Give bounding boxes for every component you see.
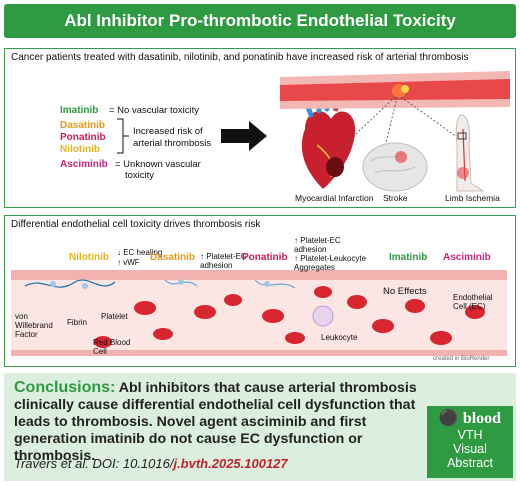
label-platelet: Platelet xyxy=(101,312,128,321)
label-myocardial-infarction: Myocardial Infarction xyxy=(295,193,374,203)
vessel-lumen xyxy=(11,280,507,352)
asciminib-note-line1: = Unknown vascular xyxy=(115,159,201,170)
doi-link[interactable]: j.bvth.2025.100127 xyxy=(173,456,288,471)
drug-asciminib: Asciminib xyxy=(60,159,108,170)
label-fibrin: Fibrin xyxy=(67,318,88,327)
badge-line1: VTH xyxy=(457,428,483,442)
drug-imatinib: Imatinib xyxy=(60,105,99,116)
label-vwf-line3: Factor xyxy=(15,330,38,339)
label-stroke: Stroke xyxy=(383,193,408,203)
badge-line2: Visual xyxy=(453,442,487,456)
drug-ponatinib: Ponatinib xyxy=(60,132,106,143)
dasatinib-effect2: adhesion xyxy=(200,261,233,270)
endothelium-top xyxy=(11,270,507,280)
nilotinib-effect2: ↑ vWF xyxy=(117,258,140,267)
label-vwf-line1: von xyxy=(15,312,28,321)
conclusions-body: Abl inhibitors that cause arterial throm… xyxy=(14,380,417,464)
drug-nilotinib: Nilotinib xyxy=(60,144,100,155)
label-limb-ischemia: Limb Ischemia xyxy=(445,193,500,203)
leukocyte-icon xyxy=(312,305,334,327)
ponatinib-effect3: ↑ Platelet-Leukocyte xyxy=(294,254,367,263)
ponatinib-effect2: adhesion xyxy=(294,245,327,254)
p2-drug-dasatinib: Dasatinib xyxy=(150,252,196,263)
dasatinib-effect1: ↑ Platelet-EC xyxy=(200,252,247,261)
panel2-heading: Differential endothelial cell toxicity d… xyxy=(11,219,261,230)
p2-drug-imatinib: Imatinib xyxy=(389,252,428,263)
red-blood-cells xyxy=(94,286,485,348)
conclusions-box: Conclusions: Abl inhibitors that cause a… xyxy=(4,373,516,481)
badge-line3: Abstract xyxy=(447,456,493,470)
drug-dasatinib: Dasatinib xyxy=(60,120,106,131)
endothelial-toxicity-panel: Differential endothelial cell toxicity d… xyxy=(4,215,516,367)
p2-drug-ponatinib: Ponatinib xyxy=(242,252,288,263)
imatinib-note: = No vascular toxicity xyxy=(109,105,200,116)
endothelium-bottom xyxy=(11,350,507,356)
journal-badge: ⚫ blood VTH Visual Abstract xyxy=(427,406,513,478)
clinical-illustration xyxy=(117,71,510,192)
ponatinib-effect4: Aggregates xyxy=(294,263,335,272)
vessel-illustration xyxy=(11,270,507,356)
increased-risk-line2: arterial thrombosis xyxy=(133,138,212,149)
biorender-credit: created in BioRender xyxy=(433,356,490,362)
ponatinib-effect1: ↑ Platelet-EC xyxy=(294,236,341,245)
brain-icon xyxy=(362,142,428,192)
citation-prefix: Travers et al. DOI: 10.1016/ xyxy=(14,456,174,471)
label-ec-line1: Endothelial xyxy=(453,293,493,302)
label-vwf-line2: Willebrand xyxy=(15,321,53,330)
nilotinib-effect1: ↓ EC healing xyxy=(117,248,163,257)
citation: Travers et al. DOI: 10.1016/j.bvth.2025.… xyxy=(14,456,288,471)
leg-icon xyxy=(455,114,485,192)
clinical-risk-panel: Cancer patients treated with dasatinib, … xyxy=(4,48,516,208)
label-leukocyte: Leukocyte xyxy=(321,333,358,342)
p2-drug-nilotinib: Nilotinib xyxy=(69,252,109,263)
bracket-icon xyxy=(117,118,129,154)
artery-icon xyxy=(280,71,510,109)
label-ec-line2: Cell (EC) xyxy=(453,302,486,311)
title-banner: Abl Inhibitor Pro-thrombotic Endothelial… xyxy=(4,4,516,38)
asciminib-note-line2: toxicity xyxy=(125,170,155,181)
conclusions-label: Conclusions: xyxy=(14,379,116,396)
badge-brand: ⚫ blood xyxy=(438,410,502,427)
connector-lines xyxy=(339,96,458,150)
increased-risk-line1: Increased risk of xyxy=(133,126,203,137)
arrow-right-icon xyxy=(221,121,267,151)
p2-drug-asciminib: Asciminib xyxy=(443,252,491,263)
vwf-strands xyxy=(24,279,116,288)
conclusions-text-block: Conclusions: Abl inhibitors that cause a… xyxy=(14,379,419,465)
label-rbc-line2: Cell xyxy=(93,347,107,356)
no-effects-label: No Effects xyxy=(383,286,427,297)
badge-brand-text: blood xyxy=(462,410,502,427)
label-rbc-line1: Red Blood xyxy=(93,338,131,347)
platelets xyxy=(50,279,270,289)
panel1-heading: Cancer patients treated with dasatinib, … xyxy=(11,52,469,63)
page-title: Abl Inhibitor Pro-thrombotic Endothelial… xyxy=(64,11,456,30)
